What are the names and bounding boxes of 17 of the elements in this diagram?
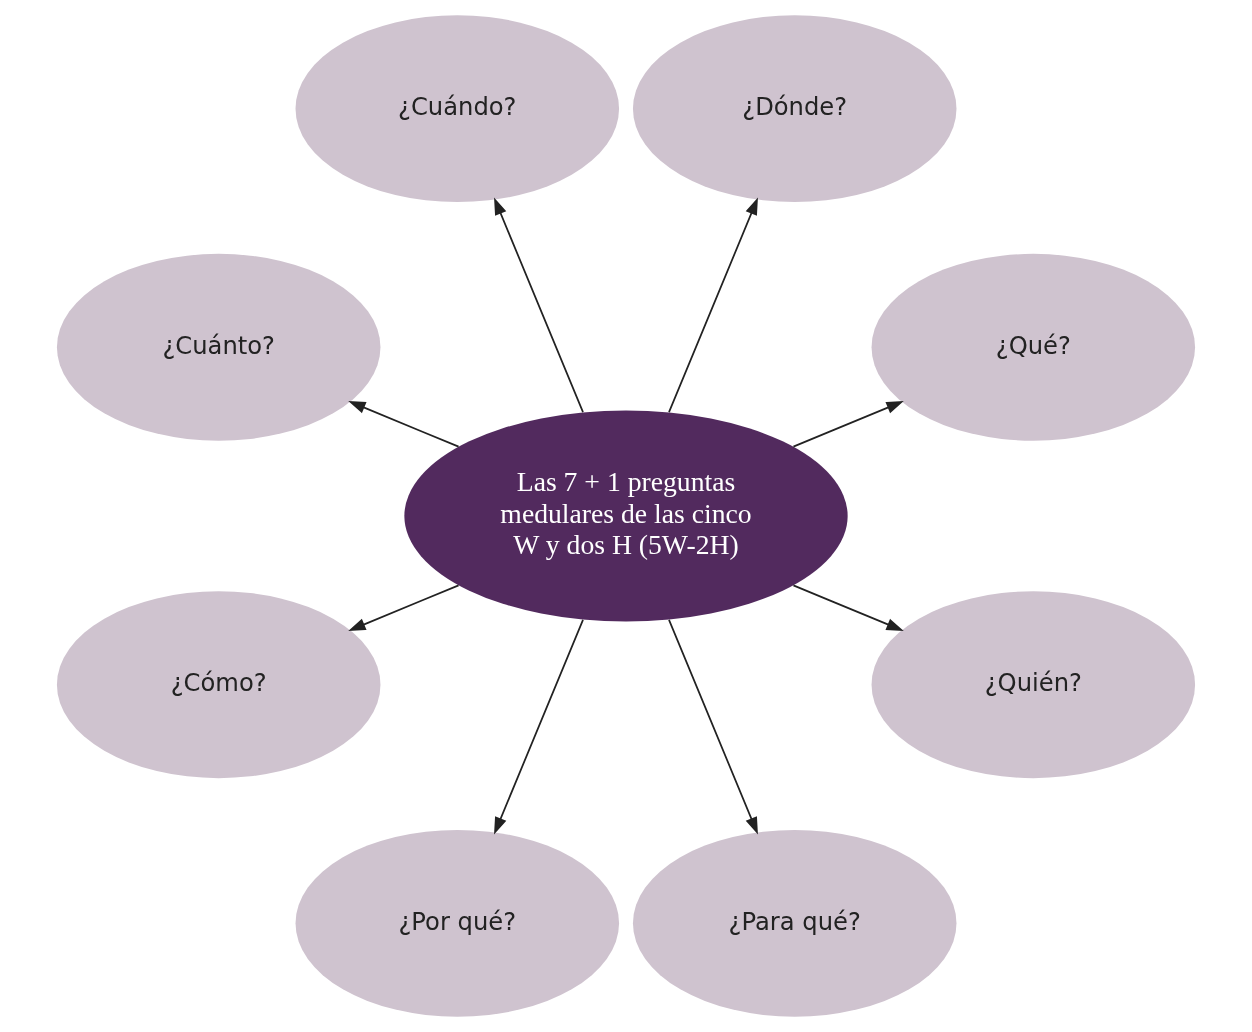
arrow [494, 618, 584, 835]
arrow [494, 197, 584, 414]
node-ellipse: ¿Por qué? [295, 829, 620, 1017]
node-ellipse: ¿Quién? [871, 591, 1196, 779]
arrow [792, 400, 904, 448]
node-ellipse: Las 7 + 1 preguntas medulares de las cinco W y dos H (5W-2H) [404, 410, 848, 622]
arrow [348, 400, 460, 448]
node-ellipse: ¿Cómo? [56, 591, 381, 779]
node-ellipse: ¿Dónde? [632, 15, 957, 203]
arrow [348, 584, 460, 632]
node-ellipse: ¿Para qué? [632, 829, 957, 1017]
node-ellipse: ¿Qué? [871, 253, 1196, 441]
node-ellipse: ¿Cuándo? [295, 15, 620, 203]
arrow [792, 584, 904, 632]
node-ellipse: ¿Cuánto? [56, 253, 381, 441]
arrow [668, 197, 758, 414]
arrow [668, 618, 758, 835]
